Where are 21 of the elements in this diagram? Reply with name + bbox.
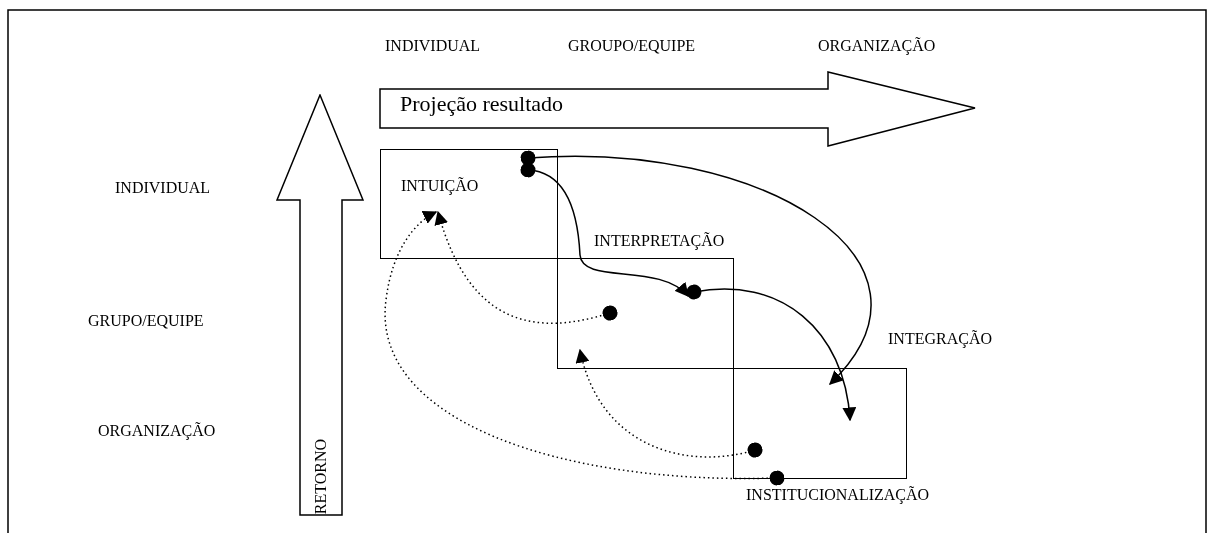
curved-arrow <box>520 162 690 297</box>
level-label: INDIVIDUAL <box>115 180 211 196</box>
dotted-arrow <box>435 210 618 324</box>
level-label: GROUPO/EQUIPE <box>568 38 696 54</box>
level-label: INDIVIDUAL <box>385 38 481 54</box>
up-arrow <box>276 94 364 516</box>
curved-arrow <box>686 284 856 422</box>
level-label: GRUPO/EQUIPE <box>88 313 204 329</box>
dotted-arrow <box>576 348 763 458</box>
dotted-arrow <box>385 211 785 486</box>
arrow-label: Projeção resultado <box>400 93 564 115</box>
process-box <box>380 149 558 259</box>
right-arrow <box>379 71 977 148</box>
level-label: ORGANIZAÇÃO <box>98 423 216 439</box>
box-title: INSTITUCIONALIZAÇÃO <box>746 487 930 503</box>
box-title: INTUIÇÃO <box>401 178 479 194</box>
level-label: ORGANIZAÇÃO <box>818 38 936 54</box>
box-title: INTEGRAÇÃO <box>888 331 992 347</box>
arrow-label: RETORNO <box>313 437 329 514</box>
curved-arrow <box>520 150 872 386</box>
box-title: INTERPRETAÇÃO <box>594 233 725 249</box>
